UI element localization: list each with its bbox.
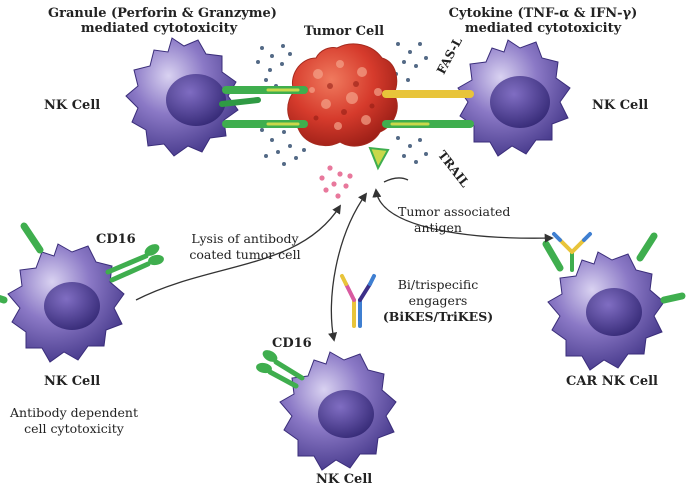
nk-cell-top-right — [430, 39, 571, 157]
engagers-label-line3: (BiKES/TriKES) — [382, 309, 494, 324]
adcc-label-line1: Antibody dependent — [10, 405, 138, 420]
nk-cell-left-label: NK Cell — [44, 374, 101, 389]
tumor-antigen-label-line1: Tumor associated — [398, 204, 511, 219]
receptor-pairs — [258, 86, 438, 171]
pink-granule-dots — [319, 165, 353, 199]
engagers-label-line1: Bi/trispecific — [397, 277, 479, 292]
cytokine-title-line2: mediated cytotoxicity — [464, 21, 622, 36]
nk-cell-bottom — [256, 350, 397, 471]
granule-title-line1: Granule (Perforin & Granzyme) — [48, 6, 277, 21]
granule-title-line2: mediated cytotoxicity — [80, 21, 238, 36]
tumor-cell-label: Tumor Cell — [303, 24, 385, 39]
nk-cell-top-left-label: NK Cell — [44, 98, 101, 113]
engagers-label-line2: engagers — [408, 293, 468, 308]
tumor-antigen-label-line2: antigen — [414, 220, 462, 235]
car-receptor — [552, 232, 592, 272]
nk-cell-bottom-label: NK Cell — [316, 472, 373, 487]
nk-cell-top-right-label: NK Cell — [592, 98, 649, 113]
arrows — [135, 177, 554, 342]
adcc-label-line2: cell cytotoxicity — [24, 421, 124, 436]
car-nk-cell-label: CAR NK Cell — [566, 374, 658, 389]
tumor-cell — [287, 43, 398, 147]
cd16-left-label: CD16 — [96, 232, 136, 247]
cd16-bottom-label: CD16 — [272, 336, 312, 351]
nk-cell-left — [0, 222, 164, 363]
cytokine-title-line1: Cytokine (TNF-α & IFN-γ) — [448, 6, 638, 21]
lysis-label-line1: Lysis of antibody — [191, 231, 299, 246]
granule-dots-right — [394, 42, 428, 164]
lysis-label-line2: coated tumor cell — [189, 247, 301, 262]
bispecific-engager-icon — [340, 274, 376, 328]
nk-cell-top-left — [125, 37, 266, 157]
car-nk-cell — [542, 232, 686, 371]
